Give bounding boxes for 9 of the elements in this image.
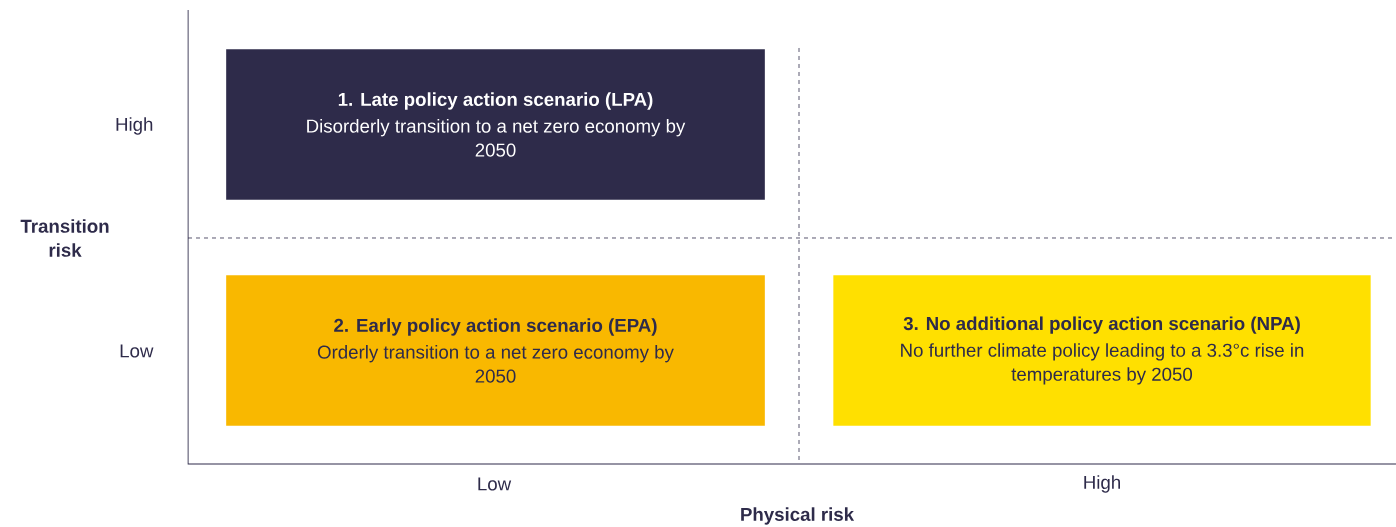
axis-tick-label: High — [1084, 475, 1120, 493]
scenario-box: 1. Late policy action scenario (LPA) Disorderly transition to a net zero economy by 2050 — [226, 49, 765, 200]
axis-tick-label: Low — [120, 344, 154, 358]
axis-tick-label: High — [116, 117, 153, 135]
axis-tick-label: Low — [478, 477, 512, 491]
axis-title: Physical risk — [741, 507, 855, 525]
scenario-box: 3. No additional policy action scenario (NPA) No further climate policy leading to a 3.3°c rise in temperatures by 2050 — [833, 275, 1371, 426]
scenario-box: 2. Early policy action scenario (EPA) Orderly transition to a net zero economy by 2050 — [226, 275, 765, 426]
axis-title: Transition risk — [20, 219, 109, 257]
